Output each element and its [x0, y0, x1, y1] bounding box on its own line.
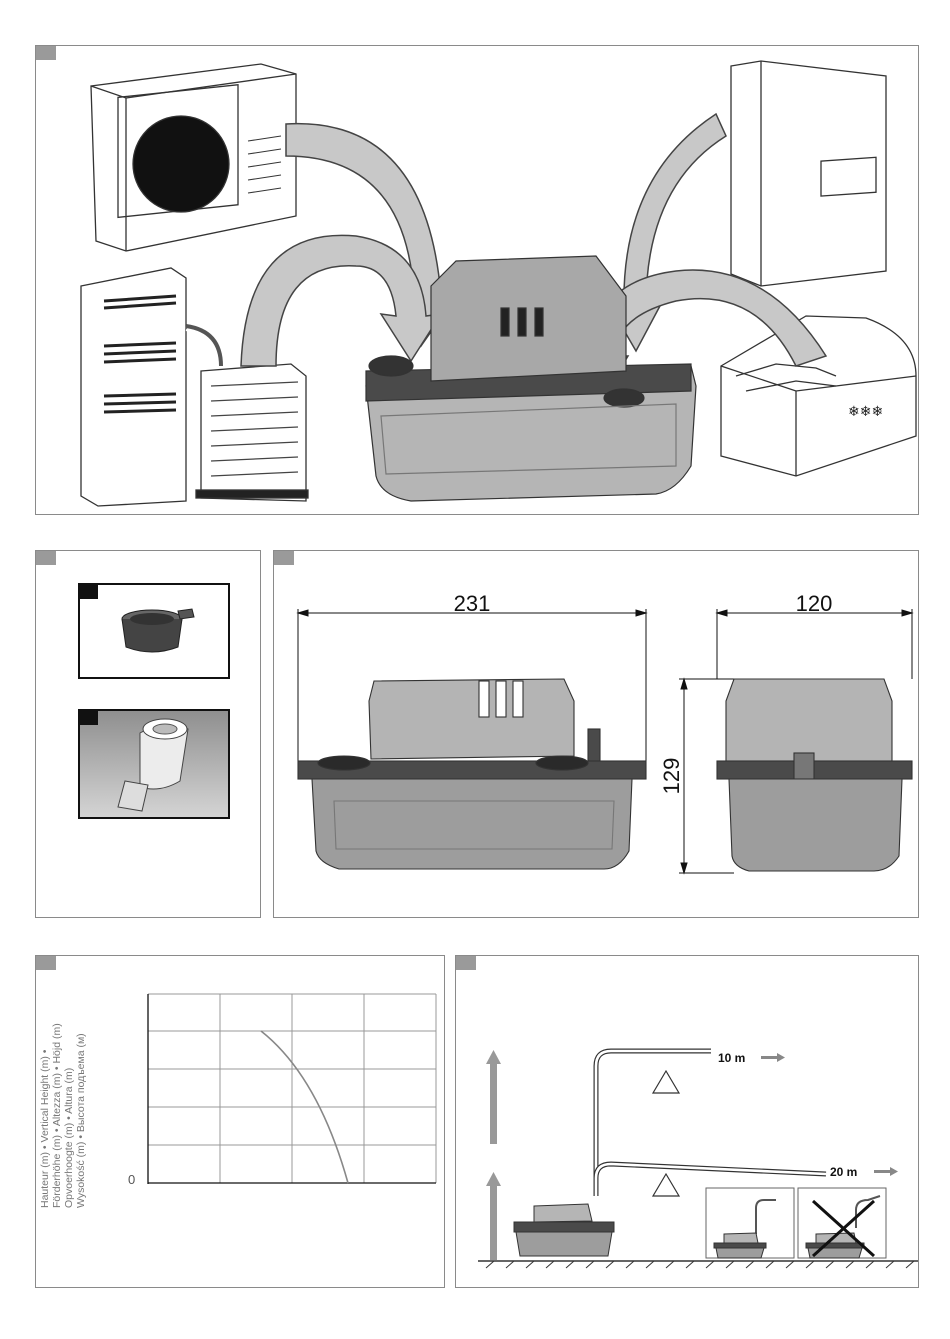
y-axis-label-line-1: Hauteur (m) • Vertical Height (m) •: [39, 1049, 51, 1208]
refrigerated-display: ❄❄❄: [721, 316, 916, 476]
pump-curve-chart: 0 Hauteur (m) • Vertical Height (m) • Fö…: [36, 956, 446, 1289]
y-axis-label-line-2: Förderhöhe (m) • Altezza (m) • Höjd (m): [51, 1023, 63, 1208]
warning-icon: [653, 1071, 679, 1196]
accessory-box-inlet: [78, 709, 230, 819]
height-label: 129: [659, 758, 684, 795]
inlet-adapter-icon: [80, 711, 228, 817]
dimensions-panel: 231 120 129: [273, 550, 919, 918]
width-label: 231: [454, 591, 491, 616]
correct-installation-inset: [706, 1188, 794, 1258]
outdoor-ac-unit: [91, 64, 296, 251]
panel-tab: [36, 551, 56, 565]
float-cap-icon: [80, 585, 228, 677]
pump-front-view: [298, 679, 646, 869]
snowflake-icon: ❄❄❄: [848, 403, 883, 419]
drip-tray-unit: [196, 364, 308, 501]
applications-panel: ❄❄❄: [35, 45, 919, 515]
floor-line: [478, 1261, 918, 1268]
pump-side-view: [717, 679, 912, 871]
installation-panel: 10 m 20 m: [455, 955, 919, 1288]
y-axis-label: Hauteur (m) • Vertical Height (m) • Förd…: [39, 1023, 87, 1208]
fan-grille-icon: [133, 116, 229, 212]
dimension-drawing: 231 120 129: [274, 551, 920, 919]
flow-direction-arrows: [761, 1053, 898, 1176]
short-run-label: 10 m: [718, 1051, 745, 1065]
depth-label: 120: [796, 591, 833, 616]
pipe-high: [596, 1051, 711, 1181]
depth-dimension-line: [717, 609, 912, 679]
y-axis-label-line-4: Wysokość (m) • Высота подъема (м): [75, 1033, 87, 1208]
height-arrows: [486, 1050, 501, 1260]
accessory-box-cap: [78, 583, 230, 679]
wall-boiler: [731, 61, 886, 286]
floor-cabinet: [81, 268, 221, 506]
pump-curve-panel: 0 Hauteur (m) • Vertical Height (m) • Fö…: [35, 955, 445, 1288]
long-run-label: 20 m: [830, 1165, 857, 1179]
installation-diagram: 10 m 20 m: [456, 956, 920, 1289]
accessories-panel: [35, 550, 261, 918]
installed-pump: [514, 1204, 614, 1256]
y-zero-label: 0: [128, 1172, 135, 1187]
applications-illustration: ❄❄❄: [36, 46, 920, 516]
incorrect-installation-inset: [798, 1188, 886, 1258]
y-axis-label-line-3: Opvoerhoogte (m) • Altura (m): [63, 1068, 75, 1208]
chart-grid: [148, 994, 436, 1183]
